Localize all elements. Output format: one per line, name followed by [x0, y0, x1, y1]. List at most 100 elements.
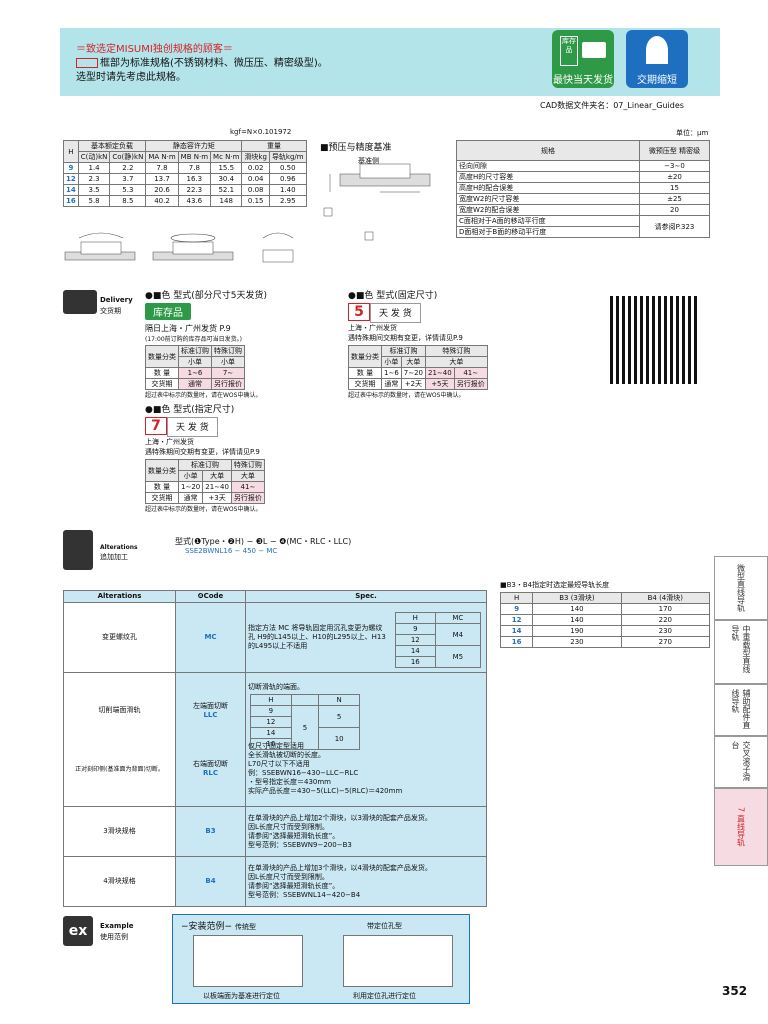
- d2-note: 遇特殊期间交期有变更，详情请见P.9: [348, 333, 588, 343]
- d1-title: ●■色 型式(部分尺寸5天发货): [145, 291, 267, 301]
- cell: 2.3: [77, 173, 111, 185]
- cell: 15: [639, 182, 710, 194]
- cell: 另行报价: [453, 378, 488, 390]
- example-title-text: −安装范例−: [181, 922, 233, 932]
- cell: B4 (4滑块): [620, 592, 711, 604]
- cell: 3.5: [77, 184, 111, 196]
- ex3: MC: [266, 547, 278, 555]
- cell: 0.15: [241, 195, 270, 207]
- codeL: 左端面切断: [193, 701, 228, 710]
- d2-title: ●■色 型式(固定尺寸): [348, 291, 438, 301]
- cell: 5: [290, 705, 320, 750]
- part-format: 型式(❶Type・❷H) − ❸L − ❹(MC・RLC・LLC): [175, 537, 352, 546]
- cell: 2.2: [109, 162, 147, 174]
- side-tab-accessory[interactable]: 辅助配件直线导轨: [714, 684, 768, 736]
- side-tab-micro[interactable]: 微型直线导轨: [714, 556, 768, 620]
- cell: 交货期: [145, 492, 179, 504]
- r2-s4: L70尺寸以下不适用: [248, 760, 310, 768]
- d3-note: 遇特殊期间交期有变更，详情请见P.9: [145, 447, 345, 457]
- cell: 20: [639, 204, 710, 216]
- cell: 高度H的配合误差: [456, 182, 640, 194]
- example-label: Example: [100, 922, 134, 930]
- r3-s4: 型号范例：SSEBWN9−200−B3: [248, 840, 352, 849]
- th-group1: 基本额定负载: [77, 140, 147, 152]
- th: Co(静)kN: [109, 151, 147, 163]
- side-tab-cross-roller[interactable]: 交叉滚子滑台: [714, 736, 768, 788]
- alterations-label: Alterations: [100, 544, 138, 551]
- cell: H: [250, 694, 292, 706]
- preload-title: ■预压与精度基准: [320, 143, 392, 153]
- th-h: H: [63, 140, 79, 163]
- header-line2: 框部为标准规格(不锈钢材料、微压压、精密级型)。: [76, 54, 328, 69]
- cell: 0.50: [268, 162, 307, 174]
- cell: 22.3: [177, 184, 212, 196]
- cell: 0.04: [241, 173, 270, 185]
- r2-note: 正对刻印侧(基准面为背面)切断。: [75, 765, 164, 773]
- cell: 4滑块规格: [63, 856, 176, 907]
- cell: 通常: [178, 378, 212, 390]
- cell: B3 (3滑块): [532, 592, 622, 604]
- d3-title: ●■色 型式(指定尺寸): [145, 405, 235, 415]
- truck-icon: [582, 42, 606, 58]
- r3-s2: 因L长度尺寸而受到限制。: [248, 822, 329, 831]
- cell: 140: [532, 603, 622, 615]
- cell: 数 量: [145, 367, 179, 379]
- cell: 7∼20: [400, 367, 427, 379]
- cell: 数量分类: [145, 345, 179, 368]
- cell: 特殊订购: [211, 345, 245, 357]
- cell: 标准订购: [178, 459, 232, 471]
- side-tab-linear[interactable]: 7 直线导轨: [714, 788, 768, 866]
- cell: 21∼40: [425, 367, 455, 379]
- cell: 7.8: [145, 162, 179, 174]
- cell: 230: [532, 636, 622, 648]
- qr-code: [610, 296, 698, 384]
- cell: 1.40: [268, 184, 307, 196]
- r4-s2: 因L长度尺寸而受到限制。: [248, 872, 329, 881]
- r2-name: 切削端面滑轨: [98, 705, 141, 714]
- codeR: 右端面切断: [193, 759, 228, 768]
- d3-foot: 超过表中标示的数量时，请在WOS中确认。: [145, 506, 262, 513]
- page-number: 352: [722, 984, 748, 998]
- cell: 小单: [177, 470, 204, 482]
- cell: 170: [620, 603, 711, 615]
- table-row: 高度H的尺寸容差±20: [456, 171, 710, 183]
- preload-diagram: [323, 163, 431, 241]
- cell: 3滑块规格: [63, 806, 176, 857]
- cell: 9: [250, 705, 292, 717]
- stock-badge: 库存品 最快当天发货: [552, 30, 614, 88]
- cell: M4: [434, 623, 482, 646]
- cell: MC: [434, 612, 482, 624]
- d3-ref: P.9: [250, 448, 260, 456]
- d2-daytxt: 天 发 货: [370, 303, 421, 323]
- cell: 大单: [425, 356, 488, 368]
- example-c1: 以板端面为基准进行定位: [203, 992, 280, 1000]
- cell: 220: [620, 614, 711, 626]
- r2-spec: 切断滑轨的端面。: [248, 683, 304, 691]
- cell: 特殊订购: [425, 345, 488, 357]
- cell: 20.6: [145, 184, 179, 196]
- runner-icon: [646, 36, 668, 64]
- cell: 变更螺纹孔: [63, 602, 176, 673]
- ex1: SSE2BWNL16: [185, 547, 233, 555]
- cell: 7∼: [211, 367, 245, 379]
- th: 滑块kg: [241, 151, 270, 163]
- cell: 190: [532, 625, 622, 637]
- cell: 径向间隙: [456, 160, 640, 172]
- example-diagram1: [193, 935, 303, 987]
- side-tab-heavy[interactable]: 中重载型直线导轨: [714, 620, 768, 684]
- cell: +2天: [400, 378, 427, 390]
- d2-ref: P.9: [453, 334, 463, 342]
- cell: 1∼20: [177, 481, 204, 493]
- cell: 9: [395, 623, 436, 635]
- r4-spec: 在单滑块的产品上增加3个滑块，以4滑块的配套产品发货。: [248, 863, 432, 872]
- cell: 12: [395, 634, 436, 646]
